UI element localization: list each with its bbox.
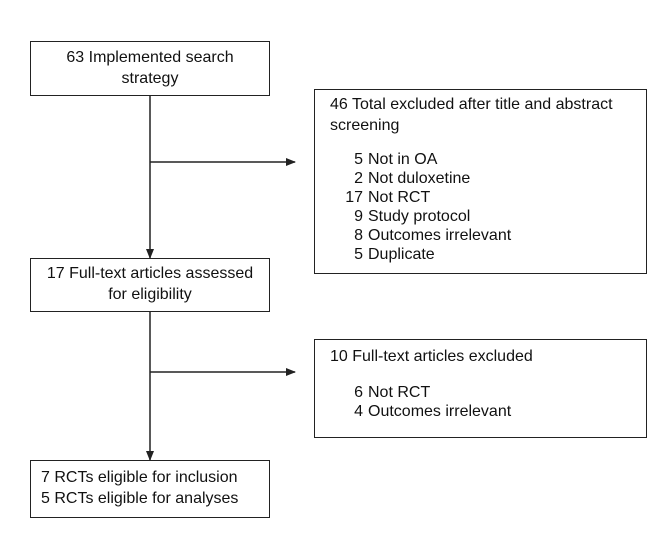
exclusion-label: Study protocol	[368, 208, 471, 225]
exclusion-count: 5	[354, 151, 363, 168]
exclusion-item: 17 Not RCT	[330, 188, 646, 207]
exclusion-label: Not RCT	[368, 189, 431, 206]
excluded-screening-heading-2: screening	[330, 117, 400, 134]
fulltext-line-2: for eligibility	[108, 286, 192, 303]
excluded-screening-heading-1: 46 Total excluded after title and abstra…	[330, 96, 613, 113]
excluded-screening-box: 46 Total excluded after title and abstra…	[314, 89, 647, 274]
eligible-line-1: 7 RCTs eligible for inclusion	[41, 469, 238, 486]
excluded-fulltext-heading: 10 Full-text articles excluded	[330, 348, 533, 365]
exclusion-count: 5	[354, 246, 363, 263]
fulltext-assessed-box: 17 Full-text articles assessed for eligi…	[30, 258, 270, 312]
exclusion-label: Not RCT	[368, 384, 431, 401]
search-strategy-box: 63 Implemented search strategy	[30, 41, 270, 96]
search-line-1: 63 Implemented search	[66, 49, 234, 66]
exclusion-count: 8	[354, 227, 363, 244]
exclusion-item: 5 Duplicate	[330, 245, 646, 264]
fulltext-line-1: 17 Full-text articles assessed	[46, 265, 254, 282]
exclusion-count: 2	[354, 170, 363, 187]
exclusion-label: Not in OA	[368, 151, 438, 168]
eligible-box: 7 RCTs eligible for inclusion 5 RCTs eli…	[30, 460, 270, 518]
exclusion-item: 4 Outcomes irrelevant	[330, 402, 646, 421]
search-line-2: strategy	[121, 70, 179, 87]
exclusion-label: Not duloxetine	[368, 170, 471, 187]
exclusion-item: 6 Not RCT	[330, 383, 646, 402]
exclusion-item: 5 Not in OA	[330, 150, 646, 169]
exclusion-item: 8 Outcomes irrelevant	[330, 226, 646, 245]
eligible-line-2: 5 RCTs eligible for analyses	[41, 490, 239, 507]
exclusion-count: 4	[354, 403, 363, 420]
exclusion-count: 6	[354, 384, 363, 401]
exclusion-count: 17	[345, 189, 363, 206]
excluded-fulltext-box: 10 Full-text articles excluded 6 Not RCT…	[314, 339, 647, 438]
exclusion-label: Outcomes irrelevant	[368, 403, 512, 420]
exclusion-item: 9 Study protocol	[330, 207, 646, 226]
exclusion-item: 2 Not duloxetine	[330, 169, 646, 188]
exclusion-label: Outcomes irrelevant	[368, 227, 512, 244]
exclusion-count: 9	[354, 208, 363, 225]
exclusion-label: Duplicate	[368, 246, 435, 263]
